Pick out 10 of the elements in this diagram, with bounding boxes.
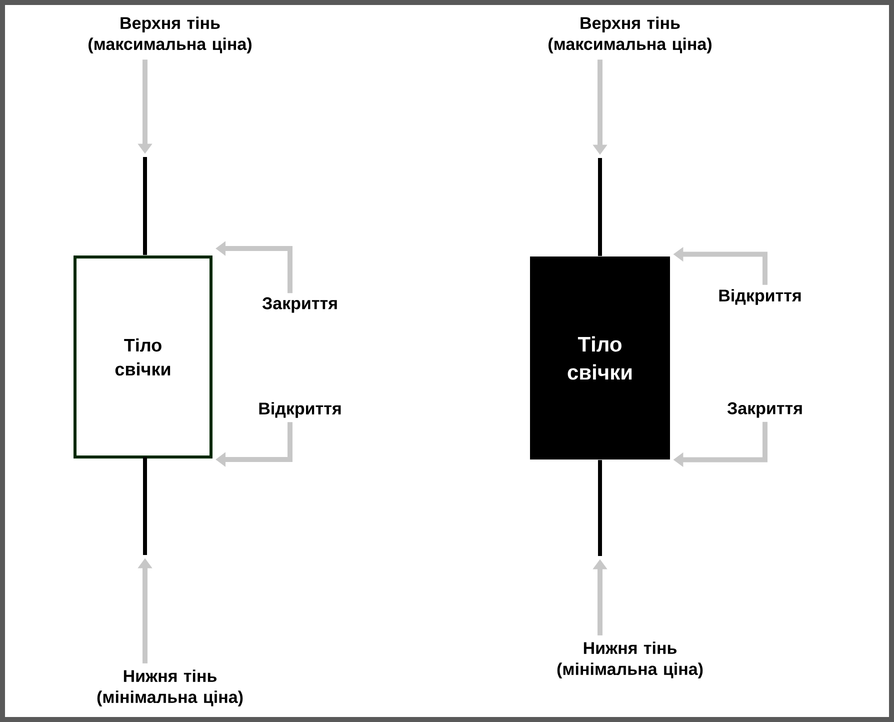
wrapped-label: Нижня тінь (мінімальна ціна) <box>97 670 243 706</box>
price-label: Закриття <box>727 402 802 418</box>
wrapped-label: Верхня тінь (максимальна ціна) <box>548 16 712 54</box>
price-label: Відкриття <box>259 402 341 418</box>
candle-body: Тіло свічки <box>530 256 670 460</box>
wrapped-label: Верхня тінь (максимальна ціна) <box>88 16 252 54</box>
wrapped-label: Нижня тінь (мінімальна ціна) <box>557 642 703 678</box>
price-label: Відкриття <box>719 289 801 305</box>
candle-body: Тіло свічки <box>74 256 212 458</box>
price-label: Закриття <box>262 297 337 313</box>
